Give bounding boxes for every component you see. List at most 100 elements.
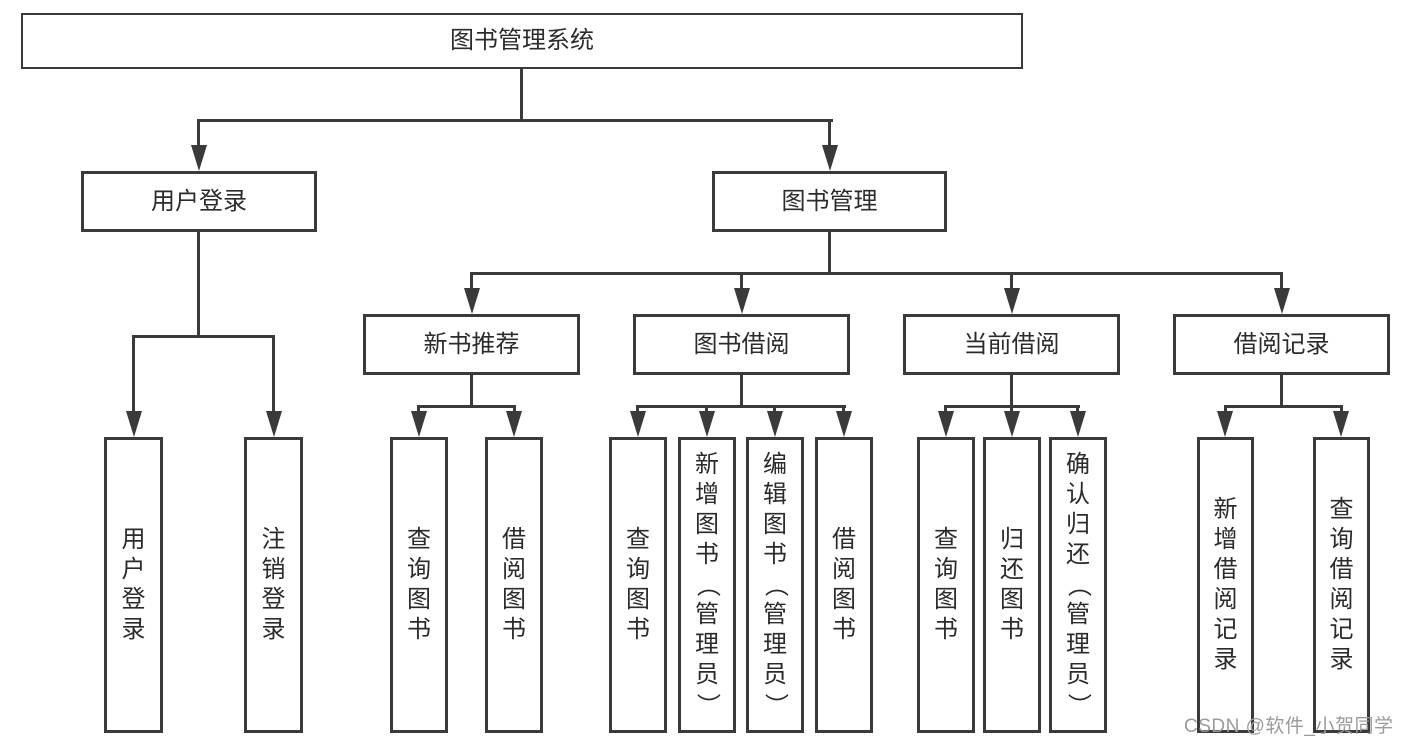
leaf-query-books-recommend: 查询图书 bbox=[390, 437, 448, 733]
vertical-char: 借 bbox=[502, 526, 526, 553]
connector-line bbox=[1224, 405, 1343, 408]
vertical-char: 录 bbox=[121, 616, 146, 643]
vertical-char: （ bbox=[694, 573, 721, 597]
vertical-char: 确 bbox=[1066, 451, 1090, 478]
leaf-add-books-admin: 新增图书（管理员） bbox=[678, 437, 736, 733]
vertical-char: 记 bbox=[1329, 616, 1354, 643]
connector-line bbox=[828, 119, 831, 151]
leaf-add-borrow-record: 新增借阅记录 bbox=[1197, 437, 1254, 733]
vertical-char: 编 bbox=[763, 451, 787, 478]
vertical-char: 书 bbox=[763, 541, 787, 568]
vertical-char: ） bbox=[762, 693, 789, 717]
node-user-login: 用户登录 bbox=[81, 171, 317, 232]
vertical-char: 登 bbox=[261, 586, 286, 613]
vertical-char: 图 bbox=[502, 586, 526, 613]
vertical-char: 归 bbox=[1066, 511, 1090, 538]
vertical-char: 询 bbox=[626, 556, 650, 583]
vertical-char: 管 bbox=[1066, 601, 1090, 628]
connector-line bbox=[470, 272, 473, 297]
node-new-book-recommend: 新书推荐 bbox=[363, 314, 580, 375]
vertical-char: 还 bbox=[1066, 541, 1090, 568]
vertical-char: ） bbox=[694, 693, 721, 717]
node-root-label: 图书管理系统 bbox=[450, 27, 594, 54]
node-book-borrow: 图书借阅 bbox=[633, 314, 850, 375]
vertical-char: 认 bbox=[1066, 481, 1090, 508]
vertical-char: 图 bbox=[763, 511, 787, 538]
vertical-char: 借 bbox=[832, 526, 856, 553]
node-current-borrow: 当前借阅 bbox=[903, 314, 1120, 375]
arrow-down-icon bbox=[191, 145, 207, 171]
leaf-query-books-borrow: 查询图书 bbox=[609, 437, 667, 733]
vertical-char: 管 bbox=[695, 601, 719, 628]
arrow-down-icon bbox=[767, 411, 783, 437]
vertical-char: 图 bbox=[934, 586, 958, 613]
vertical-char: 辑 bbox=[763, 481, 787, 508]
vertical-char: 查 bbox=[626, 526, 650, 553]
leaf-confirm-return-admin: 确认归还（管理员） bbox=[1049, 437, 1107, 733]
arrow-down-icon bbox=[1004, 288, 1020, 314]
arrow-down-icon bbox=[938, 411, 954, 437]
vertical-char: 查 bbox=[407, 526, 431, 553]
arrow-down-icon bbox=[126, 411, 142, 437]
connector-line bbox=[740, 375, 743, 408]
vertical-char: 增 bbox=[695, 481, 719, 508]
vertical-char: 询 bbox=[407, 556, 431, 583]
connector-line bbox=[470, 272, 1283, 275]
vertical-char: 借 bbox=[1213, 556, 1238, 583]
vertical-char: 借 bbox=[1329, 556, 1354, 583]
leaf-query-borrow-record: 查询借阅记录 bbox=[1313, 437, 1370, 733]
arrow-down-icon bbox=[506, 411, 522, 437]
vertical-char: （ bbox=[1065, 573, 1092, 597]
leaf-return-books: 归还图书 bbox=[983, 437, 1041, 733]
vertical-char: 理 bbox=[695, 631, 719, 658]
vertical-char: 销 bbox=[261, 556, 286, 583]
vertical-char: 还 bbox=[1000, 556, 1024, 583]
connector-line bbox=[740, 272, 743, 297]
arrow-down-icon bbox=[1217, 411, 1233, 437]
vertical-char: 用 bbox=[121, 526, 146, 553]
connector-line bbox=[470, 375, 473, 408]
node-root: 图书管理系统 bbox=[21, 13, 1023, 69]
vertical-char: 查 bbox=[934, 526, 958, 553]
connector-line bbox=[636, 405, 846, 408]
leaf-borrow-books: 借阅图书 bbox=[815, 437, 873, 733]
vertical-char: 户 bbox=[121, 556, 146, 583]
vertical-char: （ bbox=[762, 573, 789, 597]
vertical-char: 书 bbox=[1000, 616, 1024, 643]
vertical-char: ） bbox=[1065, 693, 1092, 717]
arrow-down-icon bbox=[836, 411, 852, 437]
connector-line bbox=[197, 232, 200, 338]
vertical-char: 记 bbox=[1213, 616, 1238, 643]
arrow-down-icon bbox=[1070, 411, 1086, 437]
leaf-query-books-current: 查询图书 bbox=[917, 437, 975, 733]
arrow-down-icon bbox=[464, 288, 480, 314]
connector-line bbox=[1280, 375, 1283, 408]
vertical-char: 阅 bbox=[1329, 586, 1354, 613]
vertical-char: 新 bbox=[695, 451, 719, 478]
vertical-char: 书 bbox=[626, 616, 650, 643]
vertical-char: 图 bbox=[832, 586, 856, 613]
vertical-char: 员 bbox=[763, 661, 787, 688]
vertical-char: 书 bbox=[934, 616, 958, 643]
connector-line bbox=[520, 69, 523, 121]
arrow-down-icon bbox=[266, 411, 282, 437]
arrow-down-icon bbox=[734, 288, 750, 314]
connector-line bbox=[828, 232, 831, 274]
vertical-char: 书 bbox=[832, 616, 856, 643]
vertical-char: 增 bbox=[1213, 526, 1238, 553]
connector-line bbox=[197, 119, 200, 151]
connector-line bbox=[417, 405, 516, 408]
node-borrow-records: 借阅记录 bbox=[1173, 314, 1390, 375]
vertical-char: 阅 bbox=[1213, 586, 1238, 613]
vertical-char: 录 bbox=[261, 616, 286, 643]
connector-line bbox=[1010, 272, 1013, 297]
connector-line bbox=[197, 119, 833, 122]
vertical-char: 注 bbox=[261, 526, 286, 553]
csdn-watermark: CSDN @软件_小贺同学 bbox=[1184, 716, 1394, 737]
vertical-char: 询 bbox=[1329, 526, 1354, 553]
vertical-char: 员 bbox=[1066, 661, 1090, 688]
arrow-down-icon bbox=[630, 411, 646, 437]
node-user-login-label: 用户登录 bbox=[151, 187, 247, 215]
vertical-char: 书 bbox=[407, 616, 431, 643]
vertical-char: 询 bbox=[934, 556, 958, 583]
